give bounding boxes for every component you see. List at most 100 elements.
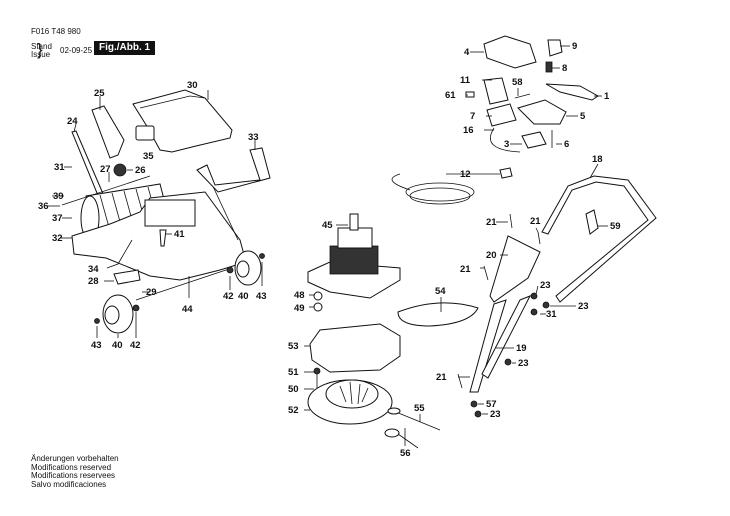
callout-45: 45 [322, 220, 333, 231]
nut-23b [542, 301, 550, 309]
callout-39: 39 [53, 191, 64, 202]
callout-23: 23 [490, 409, 501, 420]
callout-29: 29 [146, 287, 157, 298]
cap-43b [94, 318, 100, 324]
callout-40: 40 [112, 340, 123, 351]
knob-41 [159, 229, 167, 247]
screw-21d [457, 373, 463, 389]
part-number: F016 T48 980 [31, 27, 81, 36]
issue-date: 02-09-25 [60, 46, 93, 55]
callout-31: 31 [546, 309, 557, 320]
callout-24: 24 [67, 116, 78, 127]
housing-32 [71, 169, 247, 281]
cord-16 [489, 127, 521, 153]
lower-handle-19 [469, 295, 532, 393]
callout-37: 37 [52, 213, 63, 224]
callout-21: 21 [530, 216, 541, 227]
callout-42: 42 [223, 291, 234, 302]
footer-line: Änderungen vorbehalten [31, 454, 119, 463]
switch-box-7 [486, 103, 517, 127]
callout-30: 30 [187, 80, 198, 91]
issue-label: Issue [31, 50, 51, 59]
bracket-28 [113, 269, 141, 285]
stand-label: Stand [31, 42, 52, 51]
callout-42: 42 [130, 340, 141, 351]
callout-25: 25 [94, 88, 105, 99]
callout-23: 23 [578, 301, 589, 312]
callout-58: 58 [512, 77, 523, 88]
switch-cover-4 [483, 35, 537, 69]
callout-53: 53 [288, 341, 299, 352]
washer-42a [226, 266, 234, 274]
callout-9: 9 [572, 41, 577, 52]
callout-49: 49 [294, 303, 305, 314]
belt-54 [397, 302, 479, 327]
callout-labels: 25 24 31 27 26 39 36 37 32 34 28 29 41 3… [38, 41, 621, 459]
callout-43: 43 [256, 291, 267, 302]
callout-31: 31 [54, 162, 65, 173]
callout-57: 57 [486, 399, 497, 410]
clip-56 [384, 428, 419, 449]
nut-23d [474, 410, 482, 418]
callout-21: 21 [436, 372, 447, 383]
brace-icon: } [37, 40, 43, 59]
callout-54: 54 [435, 286, 446, 297]
footer-line: Modifications reservees [31, 471, 116, 480]
callout-41: 41 [174, 229, 185, 240]
spring-8 [545, 61, 553, 73]
callout-19: 19 [516, 343, 527, 354]
footer-line: Salvo modificaciones [31, 479, 107, 489]
callout-27: 27 [100, 164, 111, 175]
part-48 [313, 291, 323, 301]
lever-1 [545, 83, 599, 101]
callout-33: 33 [248, 132, 259, 143]
callout-4: 4 [464, 47, 470, 58]
footer-notes: Änderungen vorbehalten Modifications res… [31, 454, 119, 489]
screw-21b [537, 231, 541, 245]
callout-20: 20 [486, 250, 497, 261]
nut-23c [504, 358, 512, 366]
callout-7: 7 [470, 111, 475, 122]
switch-11 [483, 77, 509, 105]
wheel-40-rear [234, 250, 262, 286]
clip-9 [547, 39, 563, 57]
callout-40: 40 [238, 291, 249, 302]
axle-44 [135, 267, 233, 301]
callout-32: 32 [52, 233, 63, 244]
callout-36: 36 [38, 201, 49, 212]
callout-18: 18 [592, 154, 603, 165]
handle-clip-25 [91, 105, 125, 159]
screw-21a [509, 213, 513, 229]
callout-23: 23 [518, 358, 529, 369]
callout-6: 6 [564, 139, 569, 150]
spring-26 [113, 163, 127, 177]
callout-5: 5 [580, 111, 586, 122]
callout-3: 3 [504, 139, 509, 150]
washer-57 [470, 400, 478, 408]
part-49 [313, 302, 323, 312]
callout-23: 23 [540, 280, 551, 291]
callout-44: 44 [182, 304, 193, 315]
callout-34: 34 [88, 264, 99, 275]
power-cord-12 [391, 167, 513, 205]
figure-label: Fig./Abb. 1 [94, 41, 156, 55]
screw-21c [483, 265, 489, 281]
nut-23a [530, 292, 538, 300]
part-61 [465, 91, 475, 98]
washer-42b [132, 304, 140, 312]
bag-hook-59 [585, 209, 599, 235]
callout-51: 51 [288, 367, 299, 378]
cover-30 [132, 89, 233, 153]
flap-35 [135, 125, 155, 141]
callout-50: 50 [288, 384, 299, 395]
wheel-40-front [102, 294, 134, 334]
fan-housing-53 [309, 323, 401, 373]
switch-housing-5 [517, 99, 567, 125]
callout-8: 8 [562, 63, 567, 74]
callout-11: 11 [460, 75, 471, 86]
shaft-36 [61, 175, 151, 206]
callout-21: 21 [486, 217, 497, 228]
cap-43a [259, 253, 265, 259]
motor-45 [307, 213, 401, 299]
